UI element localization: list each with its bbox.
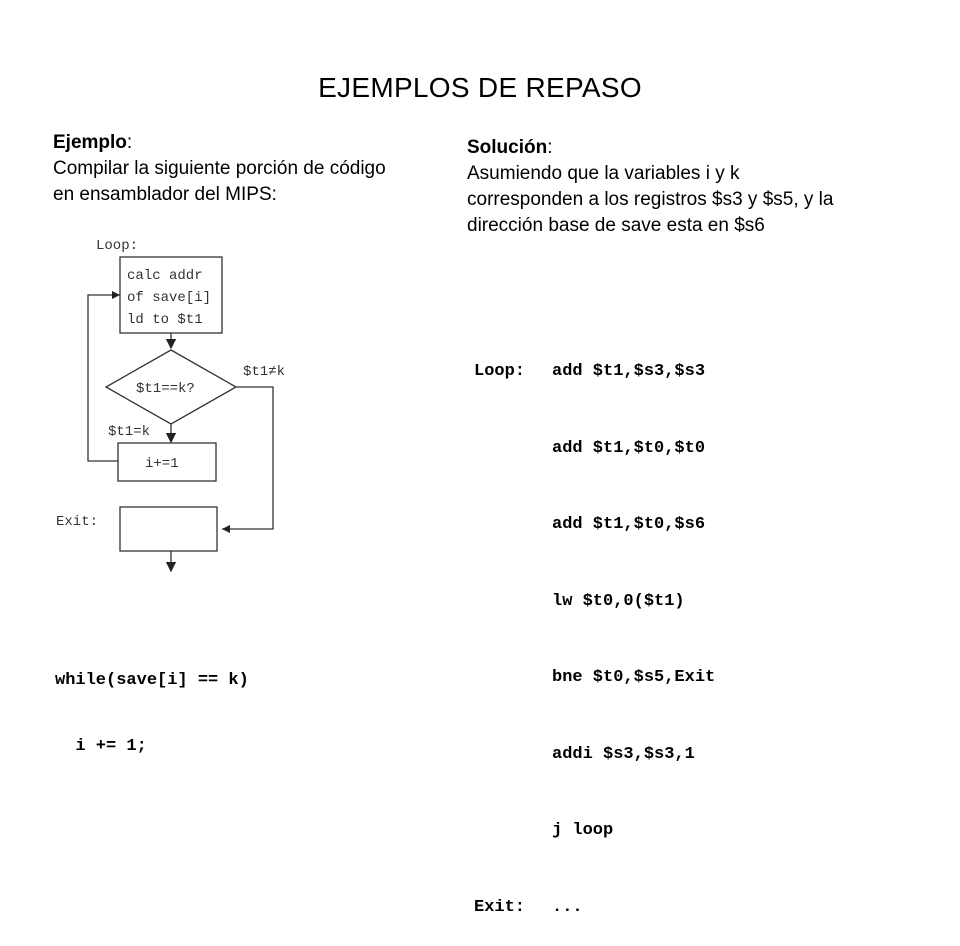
solution-text-line: corresponden a los registros $s3 y $s5, … xyxy=(467,189,834,210)
flow-ne-label: $t1≠k xyxy=(243,364,285,380)
solution-block: Solución: Asumiendo que la variables i y… xyxy=(467,135,927,239)
solution-text-line: Asumiendo que la variables i y k xyxy=(467,163,740,184)
flow-increment-box xyxy=(117,442,217,482)
flow-exit-label: Exit: xyxy=(56,514,98,530)
asm-instruction: ... xyxy=(552,897,583,917)
asm-label: Loop: xyxy=(474,362,526,381)
solution-heading-colon: : xyxy=(547,137,553,158)
asm-line: addi $s3,$s3,1 xyxy=(474,742,715,768)
example-text-line: Compilar la siguiente porción de código xyxy=(53,158,386,179)
solution-text-line: dirección base de save esta en $s6 xyxy=(467,215,765,236)
flow-eq-label: $t1=k xyxy=(108,424,150,440)
c-code-line: while(save[i] == k) xyxy=(55,671,249,690)
slide-title: EJEMPLOS DE REPASO xyxy=(318,72,642,103)
flow-exit-box xyxy=(119,506,218,552)
flow-box-line: calc addr xyxy=(127,268,203,284)
example-text-line: en ensamblador del MIPS: xyxy=(53,184,277,205)
asm-instruction: add $t1,$s3,$s3 xyxy=(552,362,706,381)
asm-instruction: lw $t0,0($t1) xyxy=(552,591,685,611)
flow-box-line: ld to $t1 xyxy=(127,312,203,328)
example-block: Ejemplo: Compilar la siguiente porción d… xyxy=(53,130,453,208)
flow-decision-text: $t1==k? xyxy=(136,381,195,397)
asm-instruction: bne $t0,$s5,Exit xyxy=(552,668,716,687)
example-heading: Ejemplo xyxy=(53,132,127,153)
asm-line: add $t1,$t0,$t0 xyxy=(474,436,715,462)
flow-box-line: of save[i] xyxy=(127,290,211,306)
example-heading-colon: : xyxy=(126,132,133,153)
asm-line: bne $t0,$s5,Exit xyxy=(474,665,715,691)
asm-line: j loop xyxy=(474,818,715,844)
asm-instruction: add $t1,$t0,$t0 xyxy=(552,438,706,458)
solution-heading: Solución xyxy=(467,137,548,158)
asm-line: add $t1,$t0,$s6 xyxy=(474,512,715,538)
c-code-line: i += 1; xyxy=(55,737,147,756)
c-source-code: while(save[i] == k) i += 1; xyxy=(55,626,249,780)
flowchart: Loop: calc addr of save[i] ld to $t1 $t1… xyxy=(56,238,285,573)
solution-heading-line: Solución: xyxy=(467,135,927,161)
asm-instruction: add $t1,$t0,$s6 xyxy=(552,515,706,534)
asm-line: Loop: add $t1,$s3,$s3 xyxy=(474,359,715,385)
example-heading-line: Ejemplo: xyxy=(53,130,453,156)
assembly-code: Loop: add $t1,$s3,$s3 add $t1,$t0,$t0 add… xyxy=(474,308,715,946)
asm-line: lw $t0,0($t1) xyxy=(474,589,715,615)
flow-loop-back-arrow xyxy=(87,294,120,462)
flow-arrow-head xyxy=(112,291,120,299)
asm-line: Exit:... xyxy=(474,895,715,921)
flow-ne-arrow xyxy=(222,386,274,530)
flow-increment-text: i+=1 xyxy=(145,456,179,472)
asm-instruction: addi $s3,$s3,1 xyxy=(552,744,695,764)
asm-label: Exit: xyxy=(474,897,526,917)
flow-arrow-head xyxy=(222,525,230,533)
flow-loop-label: Loop: xyxy=(96,238,138,254)
asm-instruction: j loop xyxy=(552,821,614,840)
